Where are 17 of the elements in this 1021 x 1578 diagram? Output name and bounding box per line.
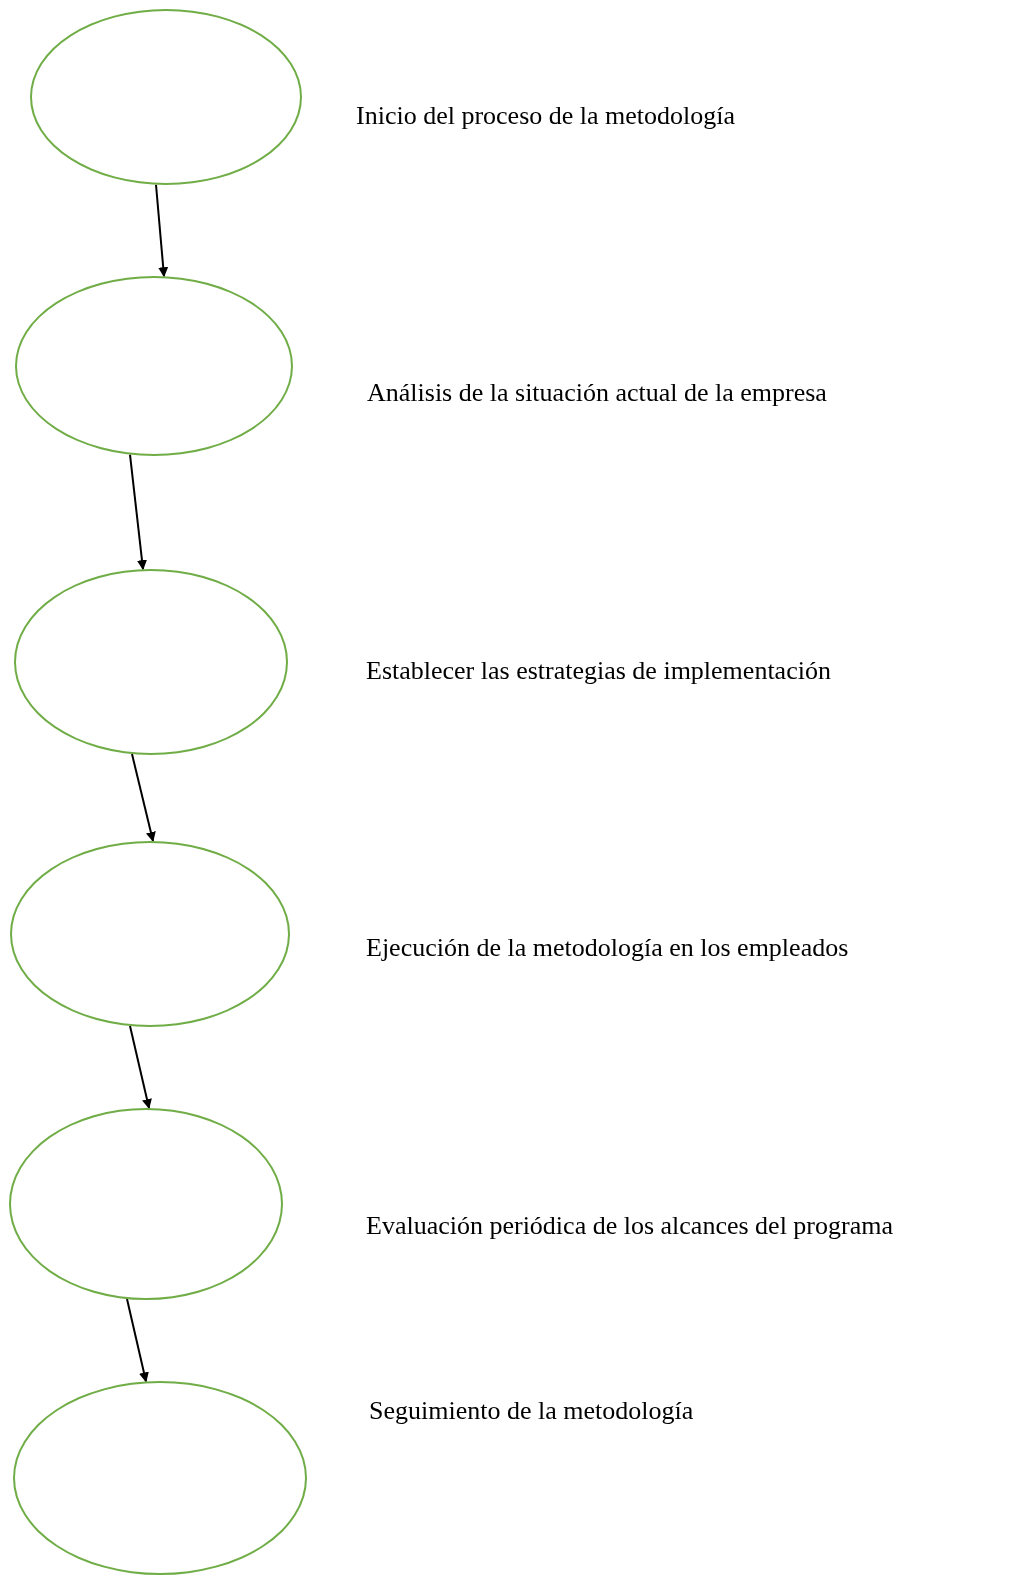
ellipse-node bbox=[10, 841, 290, 1027]
arrow bbox=[126, 1298, 149, 1383]
step-label: Inicio del proceso de la metodología bbox=[356, 101, 736, 131]
ellipse-node bbox=[13, 1381, 307, 1575]
step-label: Análisis de la situación actual de la empresa bbox=[367, 378, 827, 408]
ellipse-node bbox=[9, 1108, 283, 1300]
arrow bbox=[155, 183, 169, 278]
ellipse-node bbox=[14, 569, 288, 755]
step-label: Establecer las estrategias de implementación bbox=[366, 656, 831, 686]
ellipse-node bbox=[30, 9, 302, 185]
step-label: Seguimiento de la metodología bbox=[369, 1396, 694, 1426]
step-label: Ejecución de la metodología en los empleados bbox=[366, 933, 849, 963]
arrow bbox=[129, 1025, 152, 1109]
step-label: Evaluación periódica de los alcances del programa bbox=[366, 1211, 893, 1241]
arrow bbox=[129, 453, 147, 571]
ellipse-node bbox=[15, 276, 293, 456]
arrow bbox=[131, 753, 156, 842]
